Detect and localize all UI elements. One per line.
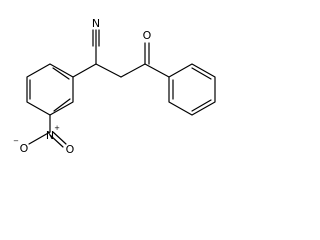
nitro-nitrogen-label: N bbox=[46, 129, 54, 142]
carbonyl-to-phenyl-bond bbox=[144, 63, 170, 78]
ketone-oxygen-label: O bbox=[143, 29, 152, 42]
nitro-nitrogen-plus-label: + bbox=[54, 124, 60, 132]
nitrophenyl-ring bbox=[26, 63, 74, 116]
nitro-right-oxygen-label: O bbox=[66, 143, 75, 156]
chemical-structure: N O N O O + − bbox=[13, 17, 216, 156]
alpha-to-aryl-bond bbox=[72, 63, 97, 78]
nitro-left-oxygen-bond bbox=[28, 131, 51, 145]
phenyl-inner-bond-1 bbox=[191, 67, 212, 80]
nitro-right-oxygen-bond-1 bbox=[52, 131, 67, 145]
structure-canvas: N O N O O + − bbox=[0, 0, 221, 172]
ch2-to-carbonyl-bond bbox=[120, 63, 146, 78]
nitro-oxygen-minus-label: − bbox=[13, 137, 19, 145]
phenyl-inner-bond-2 bbox=[191, 99, 212, 112]
nitrile-nitrogen-label: N bbox=[92, 17, 100, 30]
nitro-left-oxygen-label: O bbox=[20, 142, 29, 155]
nitro-right-oxygen-bond-2 bbox=[49, 134, 64, 148]
phenyl-ring bbox=[168, 63, 216, 116]
alpha-to-ch2-bond bbox=[95, 63, 122, 78]
nitrophenyl-inner-bond-2 bbox=[53, 98, 71, 112]
nitrophenyl-inner-bond-1 bbox=[52, 67, 70, 80]
